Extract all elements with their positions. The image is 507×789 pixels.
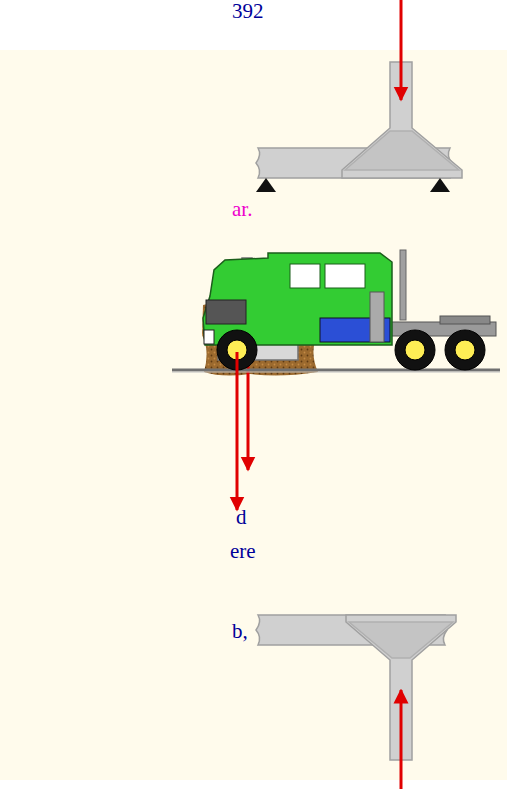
page-number: 392 — [232, 0, 264, 23]
text-fragment: b, — [232, 620, 248, 643]
text-fragment: ar. — [232, 198, 252, 221]
beam-column-top — [256, 62, 462, 178]
text-fragment: d — [236, 506, 247, 529]
text-fragment: ere — [230, 540, 256, 563]
truck — [172, 250, 500, 372]
reaction-arrow — [400, 690, 403, 789]
support — [430, 178, 450, 192]
slide-panel — [0, 50, 507, 780]
load-arrow — [236, 352, 239, 510]
beam-column-bottom — [256, 615, 456, 760]
support — [256, 178, 276, 192]
load-arrow — [400, 0, 403, 100]
